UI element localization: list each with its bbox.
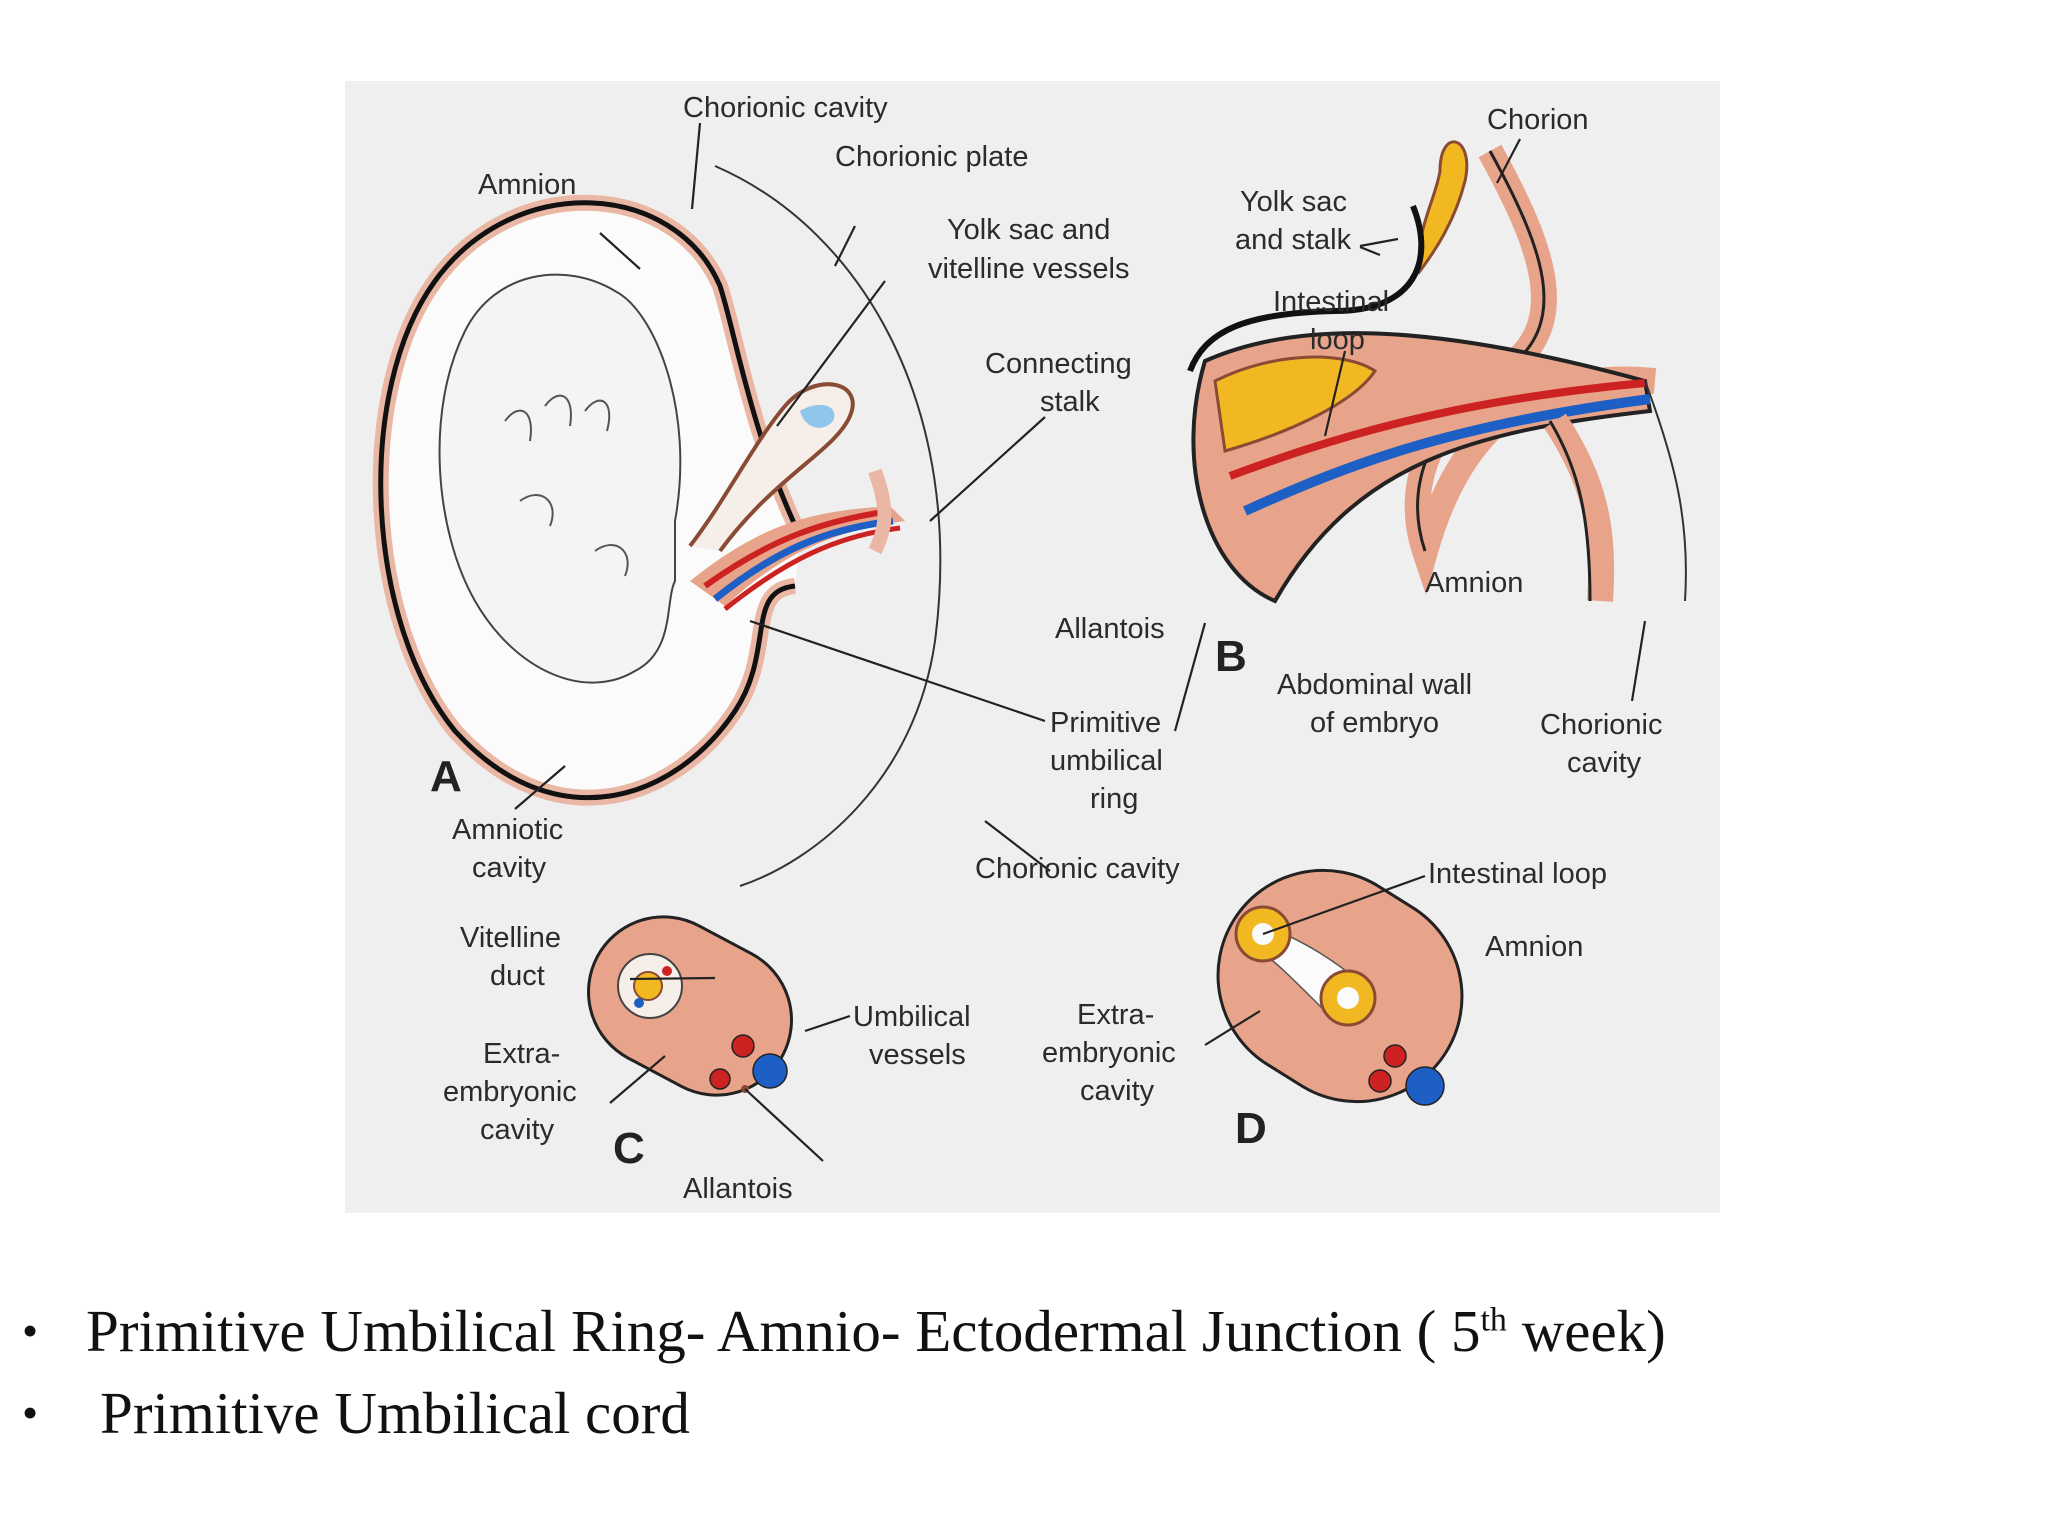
label-connecting-stalk-1: Connecting [985, 348, 1132, 380]
label-extra-c-2: embryonic [443, 1076, 577, 1108]
caption-bullet-list: • Primitive Umbilical Ring- Amnio- Ectod… [22, 1290, 2012, 1454]
bullet-item-1: • Primitive Umbilical Ring- Amnio- Ectod… [22, 1290, 2012, 1372]
panel-letter-d: D [1235, 1104, 1267, 1153]
label-primitive-ring-1: Primitive [1050, 707, 1161, 739]
bullet-text-1-tail: week) [1506, 1298, 1666, 1364]
bullet-text-2: Primitive Umbilical cord [100, 1380, 690, 1446]
umbilical-artery-c1 [731, 1034, 755, 1058]
label-allantois-b: Allantois [1055, 613, 1165, 645]
label-extra-c-1: Extra- [483, 1038, 560, 1070]
panel-b-drawing [1187, 140, 1687, 604]
embryo-diagram-panel: Chorionic cavity Chorionic plate Amnion … [345, 81, 1720, 1213]
label-chorionic-cavity-bottom: Chorionic cavity [975, 853, 1180, 885]
label-umbilical-vessels-1: Umbilical [853, 1001, 971, 1033]
panel-letter-a: A [430, 752, 462, 801]
label-primitive-ring-3: ring [1090, 783, 1138, 815]
label-allantois-c: Allantois [683, 1173, 793, 1205]
label-chorionic-plate: Chorionic plate [835, 141, 1028, 173]
label-chorionic-cavity-top: Chorionic cavity [683, 92, 888, 124]
panel-letter-c: C [613, 1124, 645, 1173]
umbilical-vein-d [1405, 1066, 1445, 1106]
label-extra-d-1: Extra- [1077, 999, 1154, 1031]
label-yolk-stalk-1: Yolk sac [1240, 186, 1347, 218]
embryo-body [438, 273, 682, 684]
label-vitelline-duct-2: duct [490, 960, 545, 992]
yolk-sac-b [1417, 140, 1469, 275]
label-intestinal-loop-b-2: loop [1310, 324, 1365, 356]
umbilical-cord-diagram: Chorionic cavity Chorionic plate Amnion … [372, 92, 1687, 1205]
label-amniotic-cavity-2: cavity [472, 852, 547, 884]
bullet-text-1: Primitive Umbilical Ring- Amnio- Ectoder… [86, 1290, 1666, 1372]
bullet-marker: • [22, 1305, 39, 1356]
label-amnion-d: Amnion [1485, 931, 1583, 963]
label-vitelline-duct-1: Vitelline [460, 922, 561, 954]
bullet-item-2: • Primitive Umbilical cord [22, 1372, 2012, 1454]
label-connecting-stalk-2: stalk [1040, 386, 1100, 418]
bullet-text-1-superscript: th [1480, 1301, 1507, 1339]
label-primitive-ring-2: umbilical [1050, 745, 1163, 777]
label-amnion-b: Amnion [1425, 567, 1523, 599]
label-yolk-sac-vessels-2: vitelline vessels [928, 253, 1129, 285]
chorionic-plate-arc [714, 165, 942, 887]
panel-c-drawing [587, 915, 793, 1097]
label-chorionic-cavity-b-2: cavity [1567, 747, 1642, 779]
label-yolk-stalk-2: and stalk [1235, 224, 1352, 256]
cord-section-c [587, 915, 793, 1097]
umbilical-artery-c2 [709, 1068, 731, 1090]
bullet-text-1-main: Primitive Umbilical Ring- Amnio- Ectoder… [86, 1298, 1481, 1364]
panel-letter-b: B [1215, 632, 1247, 681]
label-extra-c-3: cavity [480, 1114, 555, 1146]
label-amniotic-cavity-1: Amniotic [452, 814, 563, 846]
label-umbilical-vessels-2: vessels [869, 1039, 966, 1071]
label-extra-d-2: embryonic [1042, 1037, 1176, 1069]
label-abdominal-wall-2: of embryo [1310, 707, 1439, 739]
label-yolk-sac-vessels-1: Yolk sac and [947, 214, 1110, 246]
label-amnion-a: Amnion [478, 169, 576, 201]
bullet-marker: • [22, 1387, 39, 1438]
umbilical-artery-d1 [1383, 1044, 1407, 1068]
leader-lines [514, 122, 1647, 1162]
umbilical-artery-d2 [1368, 1069, 1392, 1093]
label-abdominal-wall-1: Abdominal wall [1277, 669, 1472, 701]
label-intestinal-loop-d: Intestinal loop [1428, 858, 1607, 890]
label-intestinal-loop-b-1: Intestinal [1273, 286, 1389, 318]
umbilical-vein-c [752, 1053, 788, 1089]
diagram-labels: Chorionic cavity Chorionic plate Amnion … [430, 92, 1663, 1205]
panel-a-drawing [372, 165, 942, 887]
label-chorionic-cavity-b-1: Chorionic [1540, 709, 1663, 741]
label-extra-d-3: cavity [1080, 1075, 1155, 1107]
label-chorion: Chorion [1487, 104, 1589, 136]
